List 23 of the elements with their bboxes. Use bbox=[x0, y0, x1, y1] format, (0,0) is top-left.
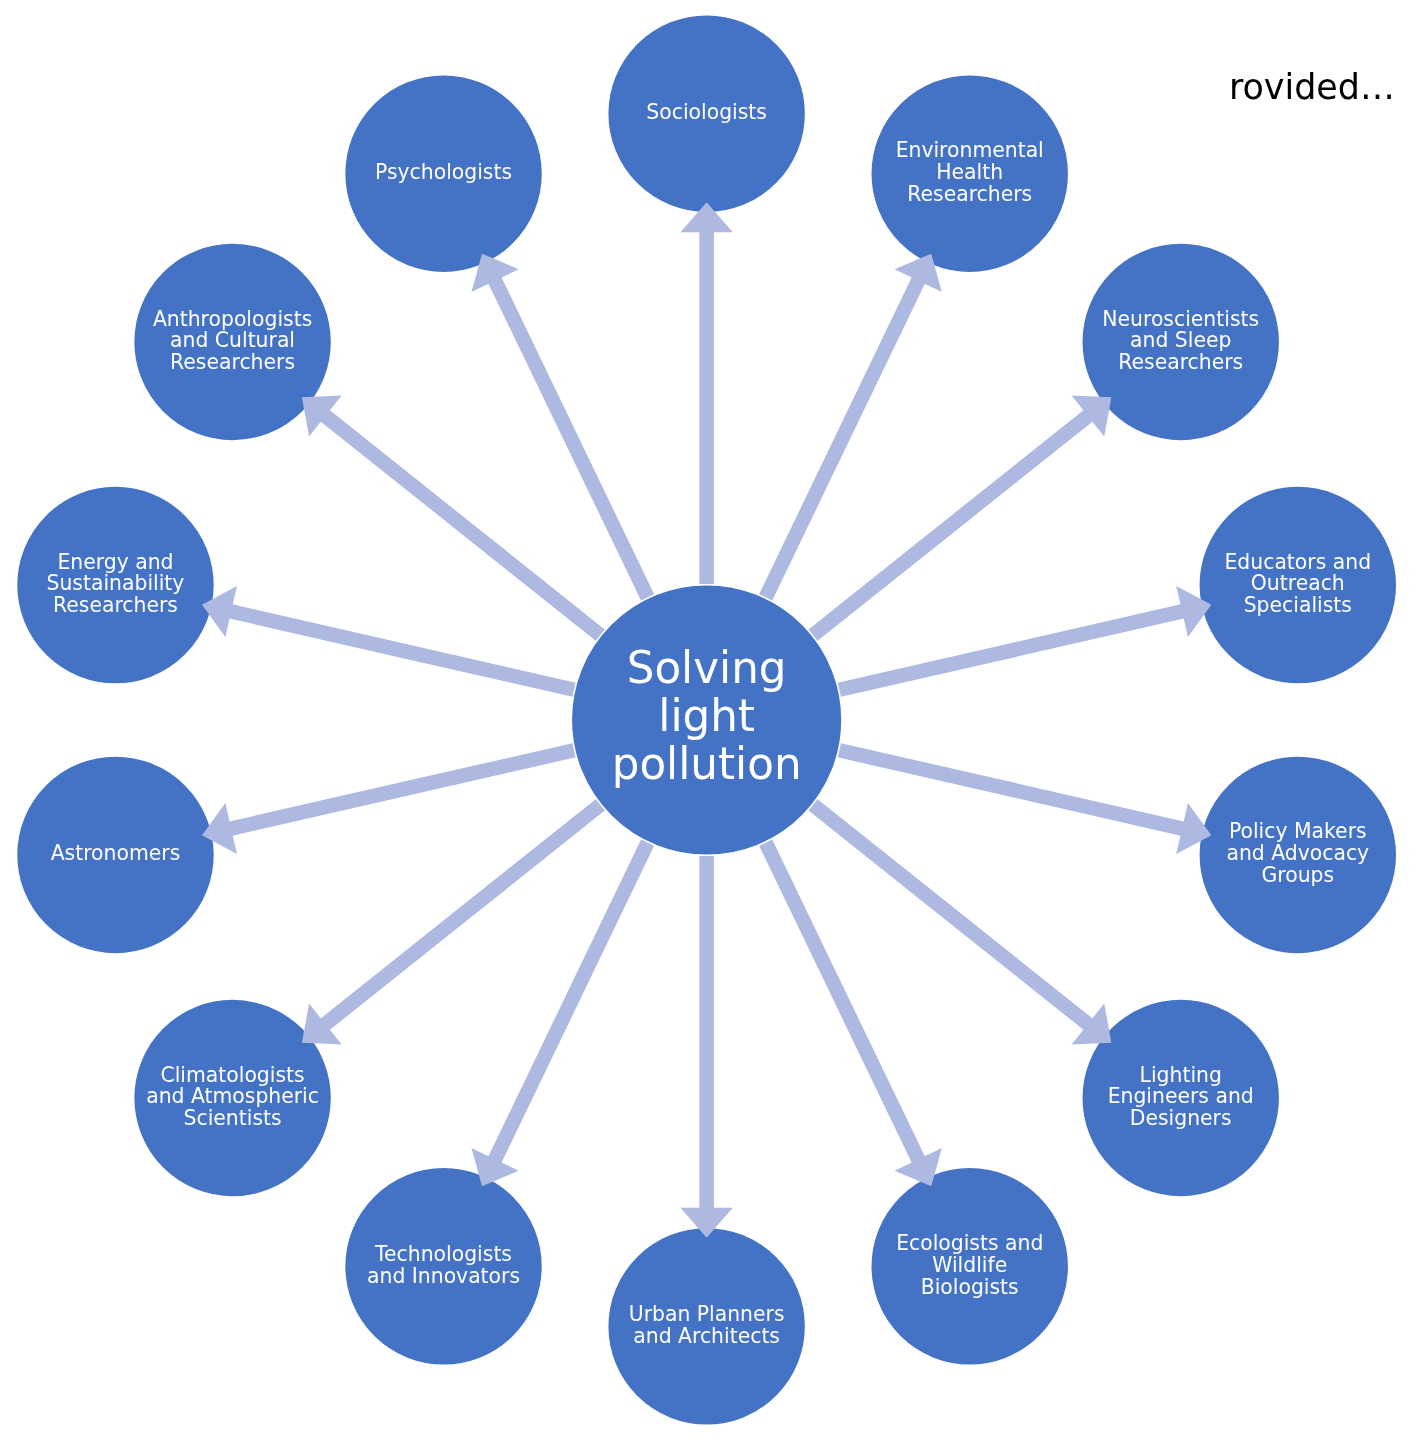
node-circle: Neuroscientists and Sleep Researchers bbox=[1079, 240, 1282, 444]
node-circle: Ecologists and Wildlife Biologists bbox=[868, 1165, 1071, 1368]
arrow bbox=[301, 799, 605, 1045]
arrow bbox=[758, 839, 942, 1187]
node-circle: Lighting Engineers and Designers bbox=[1079, 996, 1282, 1200]
arrow bbox=[201, 743, 576, 855]
arrow bbox=[679, 202, 733, 584]
arrow bbox=[470, 839, 654, 1187]
arrow bbox=[201, 585, 576, 697]
node-circle: Sociologists bbox=[605, 12, 808, 215]
node-circle: Urban Planners and Architects bbox=[605, 1225, 808, 1428]
arrow bbox=[470, 253, 654, 601]
arrow bbox=[808, 395, 1111, 641]
arrow bbox=[301, 395, 605, 641]
node-circle: Environmental Health Researchers bbox=[868, 72, 1071, 275]
arrow bbox=[679, 856, 733, 1238]
node-circle: Policy Makers and Advocacy Groups bbox=[1196, 753, 1399, 957]
arrow bbox=[837, 743, 1211, 855]
arrow bbox=[808, 799, 1111, 1045]
arrow bbox=[837, 585, 1211, 697]
label: rovided… bbox=[1228, 67, 1395, 108]
node-circle: Educators and Outreach Specialists bbox=[1196, 483, 1399, 687]
arrow bbox=[758, 253, 942, 601]
